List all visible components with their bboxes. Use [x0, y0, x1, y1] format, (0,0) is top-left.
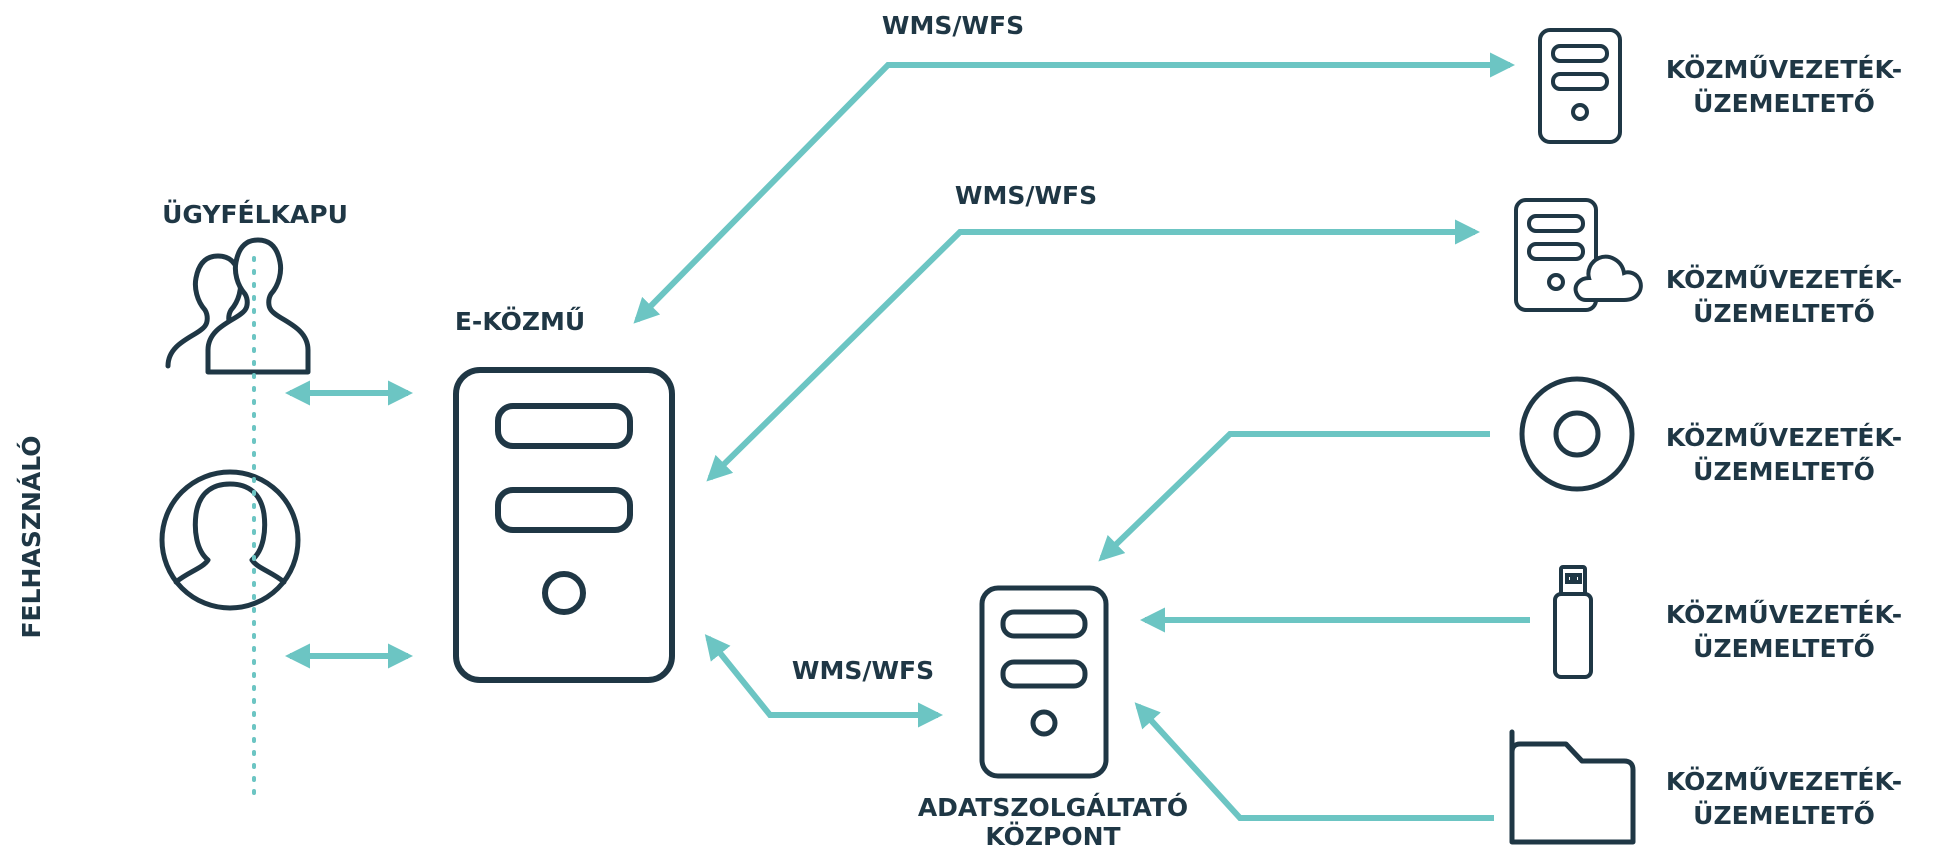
- server-icon: [1538, 28, 1622, 144]
- central-server-icon: [453, 367, 675, 683]
- operator-3-label-line1: KÖZMŰVEZETÉK-: [1666, 422, 1902, 452]
- operator-5-label-line1: KÖZMŰVEZETÉK-: [1666, 766, 1902, 796]
- folder-icon: [1509, 729, 1636, 845]
- wms-link-mid-arrow: [706, 219, 1481, 482]
- disc-to-provider-arrow: [1098, 431, 1490, 562]
- user-side-label: FELHASZNÁLÓ: [16, 435, 46, 638]
- protocol-label-mid: WMS/WFS: [955, 181, 1097, 210]
- operator-1-label-line1: KÖZMŰVEZETÉK-: [1666, 54, 1902, 84]
- protocol-label-low: WMS/WFS: [792, 656, 934, 685]
- operator-5-label-line2: ÜZEMELTETŐ: [1693, 800, 1875, 830]
- cloud-server-icon: [1514, 198, 1643, 312]
- operator-4-label-line1: KÖZMŰVEZETÉK-: [1666, 599, 1902, 629]
- operator-1-label-line2: ÜZEMELTETŐ: [1693, 88, 1875, 118]
- operator-2-label-line2: ÜZEMELTETŐ: [1693, 298, 1875, 328]
- usb-drive-icon: [1553, 565, 1593, 679]
- folder-to-provider-arrow: [1134, 702, 1494, 821]
- provider-label-line2: KÖZPONT: [985, 821, 1120, 848]
- operator-4-label-line2: ÜZEMELTETŐ: [1693, 633, 1875, 663]
- provider-label-line1: ADATSZOLGÁLTATÓ: [918, 792, 1188, 822]
- operator-3-label-line2: ÜZEMELTETŐ: [1693, 456, 1875, 486]
- woman-user-icon: [159, 469, 301, 611]
- provider-server-icon: [979, 585, 1109, 779]
- disc-icon: [1519, 376, 1635, 492]
- users-icon: [165, 237, 311, 375]
- operator-2-label-line1: KÖZMŰVEZETÉK-: [1666, 264, 1902, 294]
- protocol-label-top: WMS/WFS: [882, 11, 1024, 40]
- central-label: E-KÖZMŰ: [455, 306, 585, 336]
- wms-link-low-arrow: [704, 634, 944, 728]
- gateway-label: ÜGYFÉLKAPU: [162, 199, 348, 229]
